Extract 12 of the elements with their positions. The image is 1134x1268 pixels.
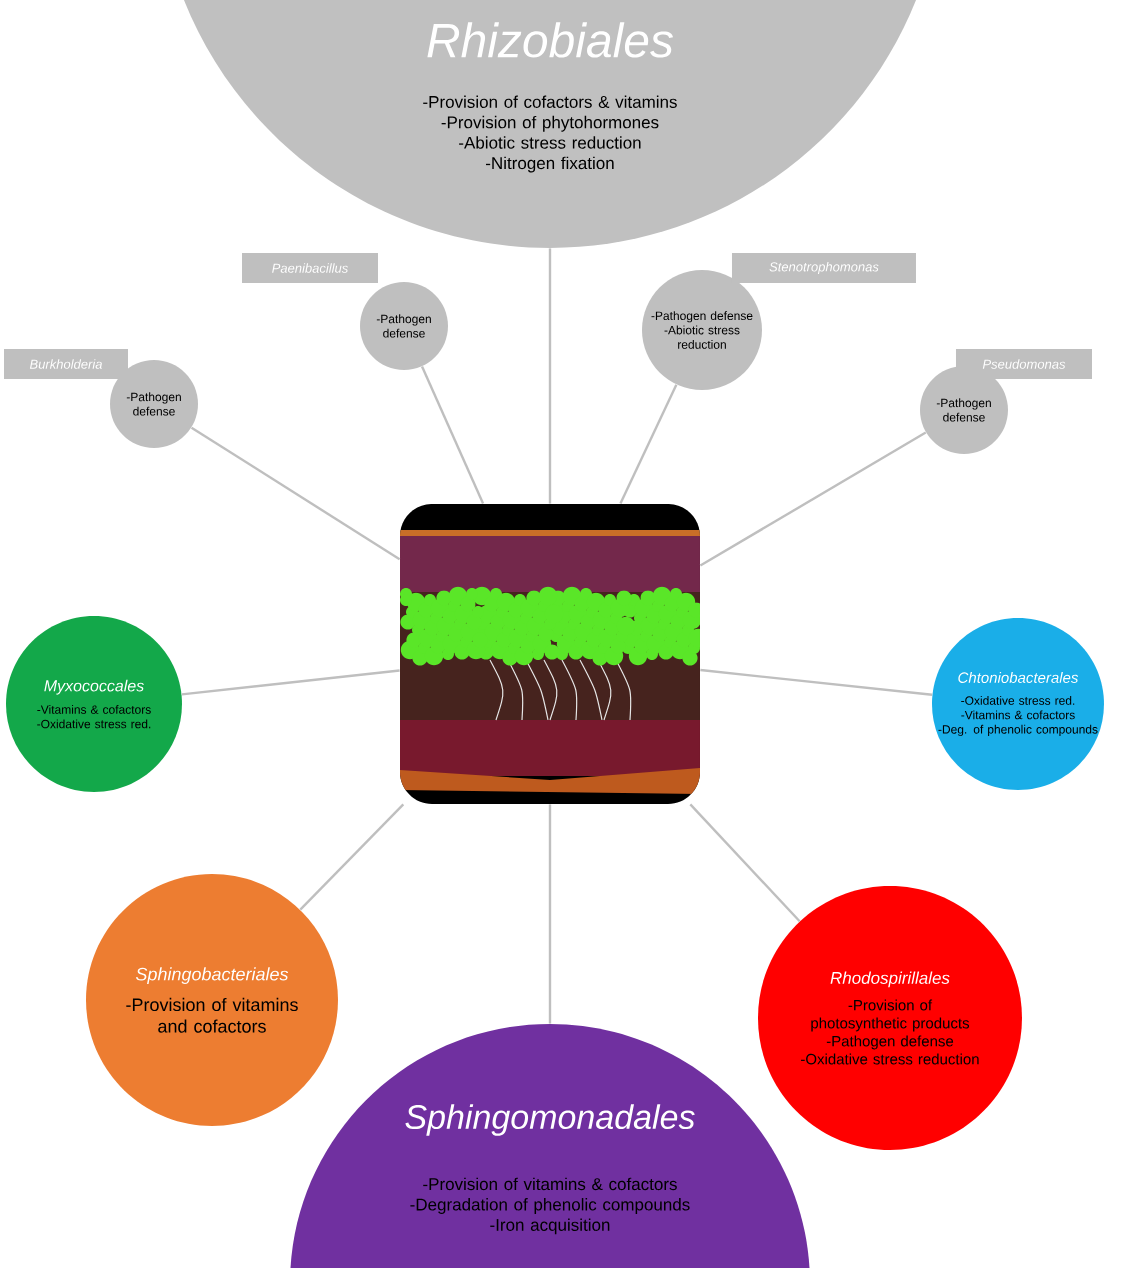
- connector-line: [689, 803, 801, 923]
- connector-line: [619, 384, 678, 505]
- connector-line: [190, 426, 401, 561]
- circle-node: Sphingobacteriales -Provision of vitamins and cofactors: [86, 874, 338, 1126]
- connector-line: [420, 366, 485, 505]
- connector-line: [548, 804, 552, 1024]
- connector-line: [699, 431, 927, 567]
- micrograph-drawing: [400, 504, 700, 804]
- connector-line: [548, 248, 552, 504]
- connector-line: [700, 668, 933, 696]
- connector-line: [181, 669, 400, 696]
- connector-line: [299, 803, 405, 911]
